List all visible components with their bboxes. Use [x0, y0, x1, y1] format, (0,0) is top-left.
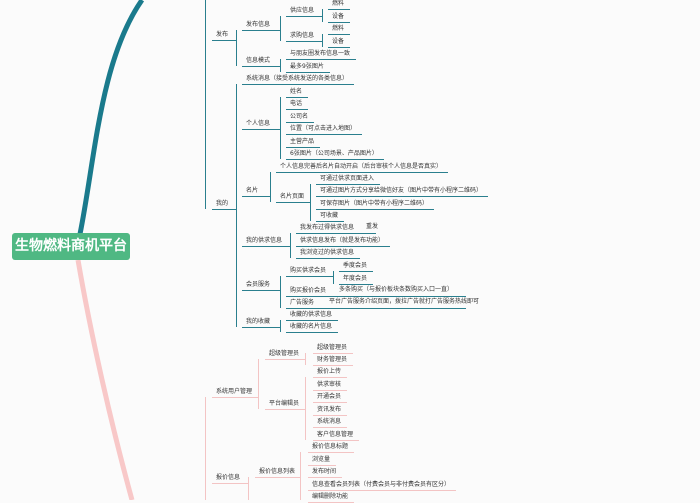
node-wode[interactable]: 我的: [212, 200, 236, 210]
top-connectors: [205, 0, 334, 332]
node-leaf[interactable]: 发布时间: [308, 468, 343, 478]
node-leaf[interactable]: 报价信息标题: [308, 443, 355, 453]
node-demand[interactable]: 求购信息: [286, 32, 322, 42]
node-leaf[interactable]: 最多9张图片: [286, 63, 330, 73]
node-system-msg[interactable]: 系统消息（接受系统发送的各类信息）: [242, 75, 355, 85]
node-fabu[interactable]: 发布: [212, 31, 236, 41]
node-buy-supply[interactable]: 购买供求会员: [286, 267, 333, 277]
node-leaf[interactable]: 收藏的供求信息: [286, 311, 339, 321]
node-detail[interactable]: 多条购买（与报价板块条数购买入口一直）: [339, 286, 454, 293]
main-branch-bottom: [75, 259, 135, 500]
node-leaf[interactable]: 设备: [328, 13, 351, 23]
node-supply[interactable]: 供应信息: [286, 7, 322, 17]
node-mode[interactable]: 信息模式: [242, 57, 280, 67]
node-leaf[interactable]: 资讯发布: [313, 406, 348, 416]
node-leaf[interactable]: 我浏览过的供求信息: [296, 249, 361, 259]
node-leaf[interactable]: 电话: [286, 100, 309, 110]
node-leaf[interactable]: 可保存图片（图片中带有小程序二维码）: [316, 200, 435, 210]
node-leaf[interactable]: 报价上传: [313, 368, 348, 378]
node-super[interactable]: 超级管理员: [265, 350, 306, 360]
node-editor[interactable]: 平台编辑员: [265, 400, 306, 410]
node-leaf[interactable]: 供求审核: [313, 381, 348, 391]
node-leaf[interactable]: 季度会员: [339, 262, 374, 272]
node-leaf[interactable]: 主营产品: [286, 138, 321, 148]
node-quote-list[interactable]: 报价信息列表: [255, 468, 302, 478]
node-resend[interactable]: 重发: [366, 223, 379, 230]
node-leaf[interactable]: 收藏的名片信息: [286, 323, 339, 333]
node-ad[interactable]: 广告服务: [286, 299, 466, 309]
node-fabu-info[interactable]: 发布信息: [242, 21, 280, 31]
root-node[interactable]: 生物燃料商机平台: [12, 233, 130, 260]
node-leaf[interactable]: 个人信息完善后名片自动开启（后台审核个人信息是否真实）: [276, 163, 449, 173]
node-card-page[interactable]: 名片页面: [276, 193, 311, 203]
node-member[interactable]: 会员服务: [242, 281, 280, 291]
node-leaf[interactable]: 信息查看会员列表（付费会员与非付费会员有区分）: [308, 481, 457, 491]
node-favorites[interactable]: 我的收藏: [242, 318, 280, 328]
node-leaf[interactable]: 编辑删除功能: [308, 493, 355, 503]
node-leaf[interactable]: 系统消息: [313, 418, 348, 428]
node-leaf[interactable]: 可通过图片方式分享给微信好友（图片中带有小程序二维码）: [316, 187, 489, 197]
node-leaf[interactable]: 与朋友圈发布信息一致: [286, 50, 357, 60]
node-leaf[interactable]: 燃料: [328, 25, 351, 35]
node-leaf[interactable]: 财务管理员: [313, 356, 354, 366]
node-leaf[interactable]: 位置（可点击进入地图）: [286, 125, 363, 135]
node-leaf[interactable]: 燃料: [328, 0, 351, 10]
node-leaf[interactable]: 开通会员: [313, 393, 348, 403]
node-leaf[interactable]: 可收藏: [316, 212, 345, 222]
node-sys-user[interactable]: 系统用户管理: [212, 388, 259, 398]
node-card[interactable]: 名片: [242, 187, 270, 197]
main-branch-top: [77, 0, 145, 235]
node-leaf[interactable]: 供求信息发布（就是发布功能）: [296, 237, 391, 247]
node-my-supply[interactable]: 我的供求信息: [242, 237, 290, 247]
node-leaf[interactable]: 可通过供求页面进入: [316, 175, 381, 185]
node-detail[interactable]: 平台广告服务介绍页面，拨拉广告就打广告服务热线即可: [329, 298, 480, 305]
node-leaf[interactable]: 设备: [328, 38, 351, 48]
node-leaf[interactable]: 我发布过得供求信息: [296, 224, 376, 234]
node-quote[interactable]: 报价信息: [212, 474, 248, 484]
node-leaf[interactable]: 姓名: [286, 88, 309, 98]
node-personal[interactable]: 个人信息: [242, 120, 280, 130]
node-leaf[interactable]: 浏览量: [308, 456, 337, 466]
node-buy-quote[interactable]: 购买报价会员: [286, 287, 466, 297]
node-leaf[interactable]: 年度会员: [339, 275, 374, 285]
node-leaf[interactable]: 6张图片（公司场景、产品图片）: [286, 150, 384, 160]
node-leaf[interactable]: 客户信息管理: [313, 431, 360, 441]
node-leaf[interactable]: 公司名: [286, 113, 315, 123]
node-leaf[interactable]: 超级管理员: [313, 344, 354, 354]
